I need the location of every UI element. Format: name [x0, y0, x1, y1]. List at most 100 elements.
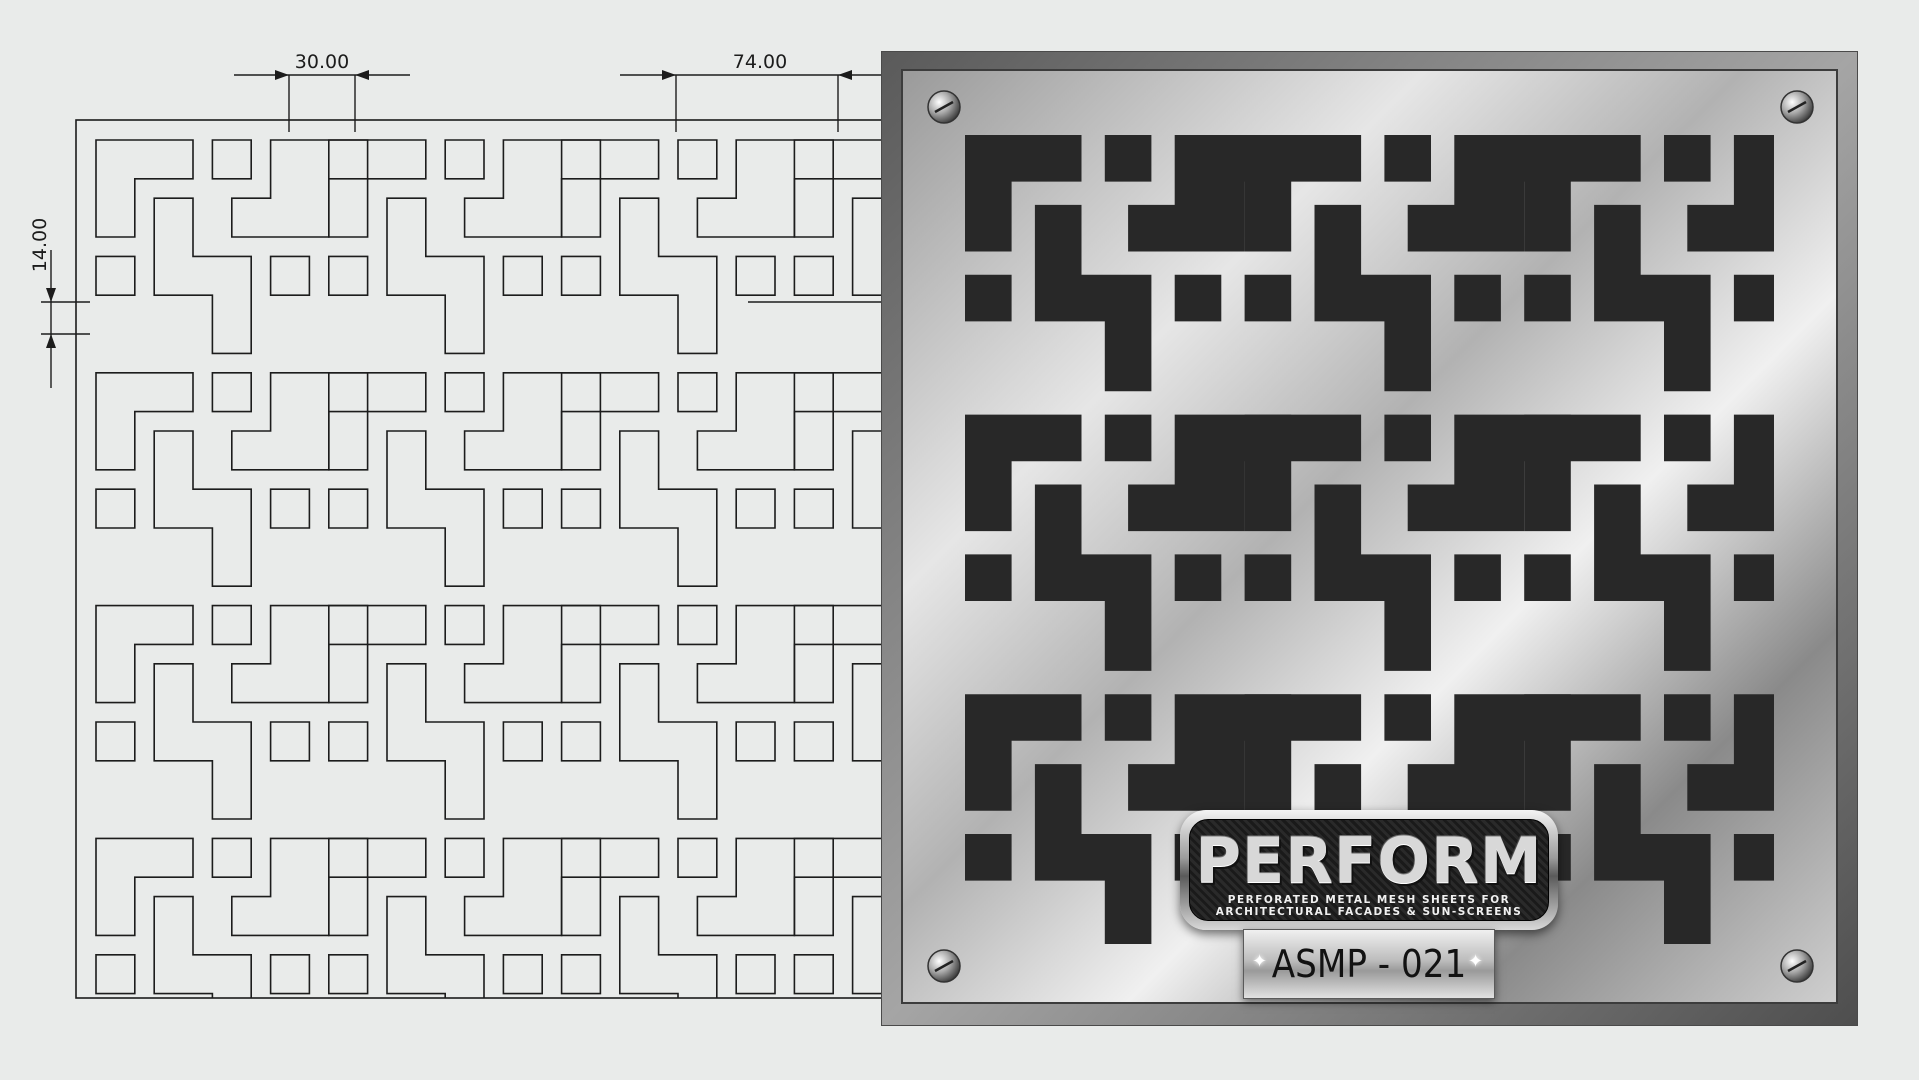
cad-shape-s	[153, 895, 252, 998]
dimension-lines	[41, 70, 882, 388]
cad-shape-s	[851, 197, 882, 297]
cad-shape-sq	[560, 953, 602, 995]
perforation-hole-sq	[1244, 554, 1292, 601]
perforation-hole-sq	[1733, 274, 1774, 322]
screw-top-right	[1780, 90, 1814, 124]
dimension-30: 30.00	[295, 51, 349, 73]
brand-logo: PERFORM	[1195, 824, 1543, 897]
cad-shape-sq	[677, 604, 718, 646]
cad-shape-s	[153, 662, 252, 820]
cad-shape-l	[95, 371, 194, 471]
cad-shape-s	[618, 197, 718, 355]
cad-shape-l	[560, 139, 660, 238]
cad-shape-z	[463, 604, 602, 704]
perforation-hole-s	[1034, 764, 1152, 944]
cad-shape-s	[386, 197, 485, 355]
cad-shape-l	[327, 139, 427, 238]
perforation-hole-sq	[1384, 414, 1431, 462]
perforation-hole-sq	[965, 834, 1012, 881]
perforation-hole-sq	[1664, 135, 1711, 182]
perforation-hole-sq	[1524, 554, 1571, 601]
perforation-hole-sq	[1733, 554, 1774, 601]
cad-shape-sq	[211, 604, 252, 646]
perforation-hole-sq	[1664, 694, 1711, 741]
brand-tagline-line2: ARCHITECTURAL FACADES & SUN-SCREENS	[1215, 906, 1523, 918]
dimension-14: 14.00	[29, 218, 51, 272]
perforation-hole-z	[1687, 135, 1774, 252]
cad-shape-l	[560, 837, 660, 937]
cad-shape-z	[696, 139, 835, 238]
cad-shape-sq	[793, 488, 835, 529]
perforation-hole-sq	[1104, 694, 1152, 741]
cad-shape-sq	[327, 953, 369, 995]
perforation-hole-sq	[965, 274, 1012, 322]
cad-shape-sq	[793, 721, 835, 762]
cad-shape-s	[618, 895, 718, 998]
perforation-hole-z	[1687, 414, 1774, 532]
cad-shape-sq	[735, 255, 776, 297]
cad-shape-sq	[502, 255, 544, 297]
cad-shape-sq	[502, 721, 544, 762]
cad-shape-l	[95, 139, 194, 238]
cad-shape-s	[851, 430, 882, 529]
cad-shape-sq	[444, 139, 485, 180]
perforation-hole-l	[965, 694, 1082, 811]
perforation-hole-s	[1594, 764, 1711, 944]
cad-shape-sq	[444, 837, 485, 879]
cad-shape-sq	[677, 837, 718, 879]
perforation-hole-sq	[1104, 414, 1152, 462]
perforation-hole-sq	[1384, 135, 1431, 182]
perforation-hole-sq	[965, 554, 1012, 601]
cad-shape-l	[793, 604, 882, 704]
perforation-hole-sq	[1174, 554, 1222, 601]
screw-bottom-right	[1780, 949, 1814, 983]
model-number: ASMP - 021	[1271, 942, 1467, 986]
cad-shape-l	[793, 371, 882, 471]
cad-shape-l	[95, 837, 194, 937]
cad-shape-l	[560, 604, 660, 704]
cad-shape-sq	[327, 488, 369, 529]
cad-shape-sq	[444, 604, 485, 646]
cad-shape-z	[231, 371, 369, 471]
screw-bottom-left	[927, 949, 961, 983]
cad-shape-sq	[269, 488, 311, 529]
perforation-pattern	[965, 135, 1774, 944]
dimension-74: 74.00	[733, 51, 787, 73]
perforation-hole-l	[1244, 414, 1362, 532]
perforation-hole-sq	[1733, 834, 1774, 881]
perforation-hole-sq	[1174, 274, 1222, 322]
perforation-hole-l	[965, 414, 1082, 532]
perforation-hole-l	[1524, 414, 1641, 532]
metal-plate: PERFORM PERFORATED METAL MESH SHEETS FOR…	[882, 52, 1857, 1025]
cad-shape-sq	[444, 371, 485, 413]
cad-shape-sq	[95, 953, 136, 995]
cad-shape-z	[696, 371, 835, 471]
cad-shape-sq	[211, 837, 252, 879]
cad-shape-z	[231, 604, 369, 704]
perforation-hole-sq	[1454, 274, 1501, 322]
perforation-hole-sq	[1454, 554, 1501, 601]
dimension-arrow	[46, 288, 56, 302]
cad-shape-sq	[95, 255, 136, 297]
cad-shape-s	[153, 430, 252, 588]
cad-shape-sq	[677, 371, 718, 413]
cad-shape-sq	[560, 255, 602, 297]
cad-shape-z	[231, 139, 369, 238]
dimension-arrow	[355, 70, 369, 80]
drawing-border	[75, 119, 882, 999]
cad-shape-sq	[327, 255, 369, 297]
cad-shape-sq	[560, 721, 602, 762]
cad-shape-l	[793, 837, 882, 937]
cad-shape-s	[386, 430, 485, 588]
cad-shape-l	[327, 837, 427, 937]
sparkle-icon: ✦	[1252, 951, 1268, 971]
cad-shape-sq	[211, 139, 252, 180]
perforation-hole-s	[1314, 204, 1431, 392]
cad-shape-sq	[793, 255, 835, 297]
cad-shape-sq	[793, 953, 835, 995]
brand-tagline-line1: PERFORATED METAL MESH SHEETS FOR	[1227, 894, 1511, 906]
cad-shape-l	[560, 371, 660, 471]
cad-shape-sq	[269, 721, 311, 762]
cad-shape-s	[386, 662, 485, 820]
cad-shape-z	[463, 837, 602, 937]
